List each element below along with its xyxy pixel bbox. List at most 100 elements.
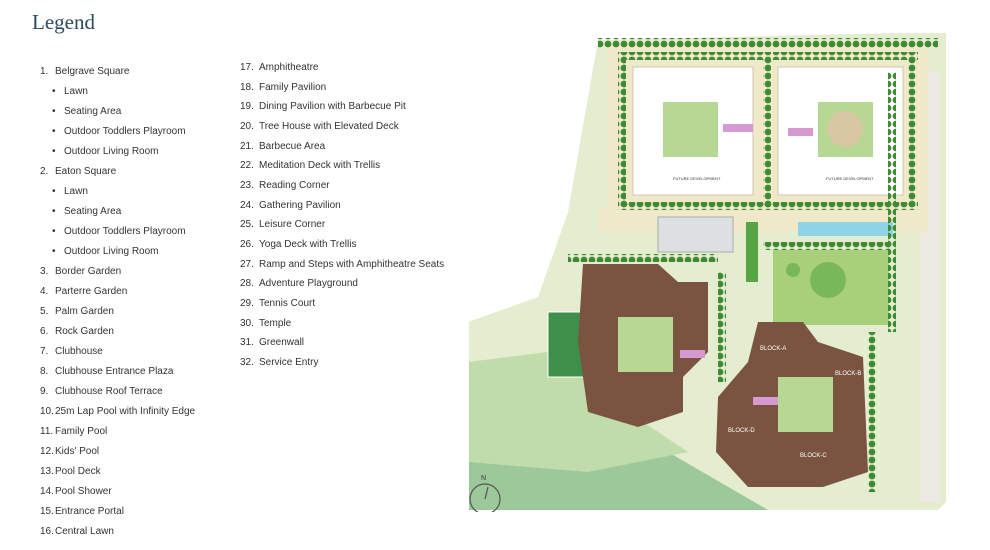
legend-item-number: 9. xyxy=(40,386,49,397)
legend-item: 17.Amphitheatre xyxy=(240,58,470,78)
legend-item-label: Seating Area xyxy=(64,206,122,217)
legend-column-1: 1.Belgrave Square•Lawn•Seating Area•Outd… xyxy=(40,62,240,542)
legend-item-label: Entrance Portal xyxy=(55,506,124,517)
lap-pool xyxy=(798,222,893,236)
legend-item-label: Seating Area xyxy=(64,106,122,117)
legend-item-label: Outdoor Toddlers Playroom xyxy=(64,126,186,137)
legend-item-number: 1. xyxy=(40,66,49,77)
legend-item: 10.25m Lap Pool with Infinity Edge xyxy=(40,402,240,422)
legend-item: 3.Border Garden xyxy=(40,262,240,282)
legend-item: 25. Leisure Corner xyxy=(240,216,470,236)
legend-item-number: 3. xyxy=(40,266,49,277)
block-d-label: BLOCK-D xyxy=(728,428,755,434)
legend-item: 5.Palm Garden xyxy=(40,302,240,322)
legend-item: • Outdoor Toddlers Playroom xyxy=(40,122,240,142)
plaza xyxy=(827,111,863,147)
legend-item: 18.Family Pavilion xyxy=(240,78,470,98)
legend-item-label: Tree House with Elevated Deck xyxy=(259,120,399,132)
legend-item: 22.Meditation Deck with Trellis xyxy=(240,156,470,176)
legend-item-number: 16. xyxy=(40,526,54,537)
greenwall xyxy=(746,222,758,282)
legend-item: 2.Eaton Square xyxy=(40,162,240,182)
legend-item-number: 31. xyxy=(240,337,254,349)
legend-item: •Seating Area xyxy=(40,102,240,122)
legend-item: 16.Central Lawn xyxy=(40,522,240,542)
bullet-icon: • xyxy=(52,86,56,97)
legend-title: Legend xyxy=(32,10,95,34)
legend-item: • Outdoor Living Room xyxy=(40,142,240,162)
clubhouse xyxy=(657,216,734,253)
north-label: N xyxy=(481,475,486,482)
legend-item-label: Kids' Pool xyxy=(55,446,100,457)
legend-item-number: 14. xyxy=(40,486,54,497)
legend-item: 15.Entrance Portal xyxy=(40,502,240,522)
legend-item-number: 23. xyxy=(240,179,254,191)
legend-item-number: 13. xyxy=(40,466,54,477)
legend-item: 23.Reading Corner xyxy=(240,176,470,196)
legend-item-label: Barbecue Area xyxy=(259,140,326,152)
legend-item: 27.Ramp and Steps with Amphitheatre Seat… xyxy=(240,255,470,275)
legend-item: •Outdoor Toddlers Playroom xyxy=(40,222,240,242)
legend-item: 9. Clubhouse Roof Terrace xyxy=(40,382,240,402)
courtyard xyxy=(778,377,833,432)
legend-item-label: Gathering Pavilion xyxy=(259,199,341,211)
legend-item-label: Outdoor Living Room xyxy=(64,146,159,157)
courtyard xyxy=(618,317,673,372)
tree-row xyxy=(568,254,718,262)
legend-item: 7.Clubhouse xyxy=(40,342,240,362)
legend-item-label: Clubhouse Entrance Plaza xyxy=(55,366,174,377)
legend-item-number: 30. xyxy=(240,317,254,329)
legend-item-label: Clubhouse xyxy=(55,346,103,357)
legend-item-number: 25. xyxy=(240,219,254,231)
site-plan-map: FUTURE DEVELOPMENT FUTURE DEVELOPMENT BL… xyxy=(468,32,965,512)
block-c-label: BLOCK-C xyxy=(800,453,827,459)
legend-item-label: Tennis Court xyxy=(259,298,316,310)
legend-item-label: Temple xyxy=(259,317,292,329)
legend-item-label: 25m Lap Pool with Infinity Edge xyxy=(55,406,196,417)
legend-item-number: 19. xyxy=(240,101,254,113)
future-dev-label-right: FUTURE DEVELOPMENT xyxy=(826,176,874,181)
legend-item-label: Central Lawn xyxy=(55,526,114,537)
bullet-icon: • xyxy=(52,226,56,237)
legend-item-label: Clubhouse Roof Terrace xyxy=(55,386,163,397)
legend-item: 19.Dining Pavilion with Barbecue Pit xyxy=(240,97,470,117)
legend-item-label: Ramp and Steps with Amphitheatre Seats xyxy=(259,258,445,270)
walkway-accent xyxy=(788,128,813,136)
legend-item-label: Lawn xyxy=(64,86,88,97)
legend-item-label: Greenwall xyxy=(259,337,305,349)
legend-item-label: Leisure Corner xyxy=(259,219,326,231)
bullet-icon: • xyxy=(52,146,56,157)
tree-row xyxy=(598,38,938,48)
landscape-slope xyxy=(468,352,688,472)
legend-item: 6.Rock Garden xyxy=(40,322,240,342)
tree-row xyxy=(763,52,771,207)
legend-item: 21. Barbecue Area xyxy=(240,137,470,157)
legend-item: •Outdoor Living Room xyxy=(40,242,240,262)
legend-item-label: Pool Deck xyxy=(55,466,101,477)
legend-item: 20. Tree House with Elevated Deck xyxy=(240,117,470,137)
legend-item-label: Amphitheatre xyxy=(259,61,319,73)
legend-item-number: 6. xyxy=(40,326,49,337)
bullet-icon: • xyxy=(52,246,56,257)
legend-item-label: Pool Shower xyxy=(55,486,112,497)
legend-item-number: 11. xyxy=(40,426,54,437)
future-dev-label-left: FUTURE DEVELOPMENT xyxy=(673,176,721,181)
legend-item: 29.Tennis Court xyxy=(240,294,470,314)
tree-row xyxy=(618,52,763,60)
legend-item-number: 26. xyxy=(240,239,254,251)
legend-item: 1.Belgrave Square xyxy=(40,62,240,82)
tree-row xyxy=(618,52,626,207)
legend-item-number: 32. xyxy=(240,357,254,369)
bullet-icon: • xyxy=(52,126,56,137)
walkway-accent xyxy=(753,397,778,405)
legend-item: 30. Temple xyxy=(240,314,470,334)
legend-item: 28.Adventure Playground xyxy=(240,275,470,295)
legend-item-number: 21. xyxy=(240,140,254,152)
legend-item: 12.Kids' Pool xyxy=(40,442,240,462)
legend-item-number: 20. xyxy=(240,120,254,132)
legend-item-label: Meditation Deck with Trellis xyxy=(259,160,381,172)
legend-item-label: Lawn xyxy=(64,186,88,197)
tree-row xyxy=(868,332,876,492)
legend-item: 26.Yoga Deck with Trellis xyxy=(240,235,470,255)
legend-item-number: 2. xyxy=(40,166,49,177)
